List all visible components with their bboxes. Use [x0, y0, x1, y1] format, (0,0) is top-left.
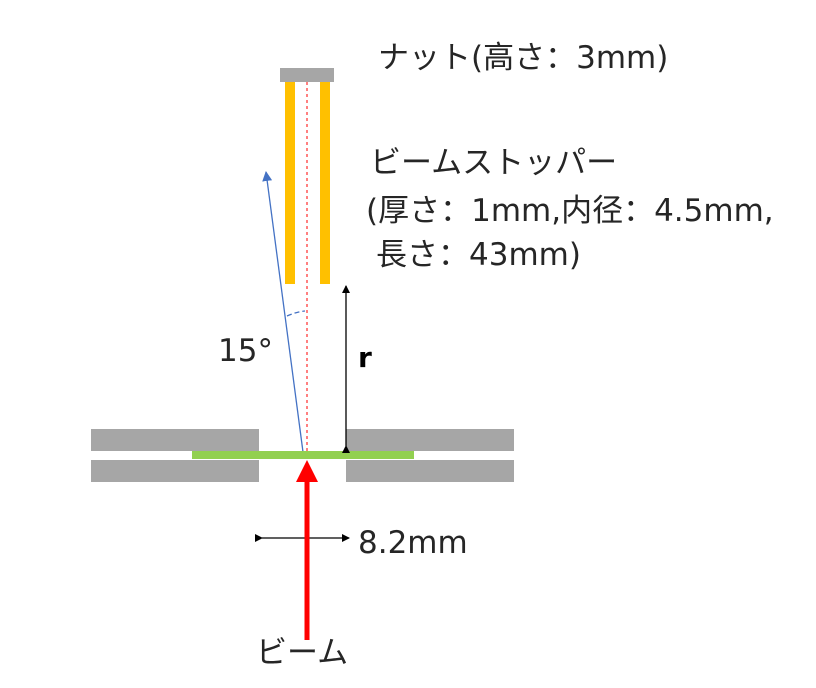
plate-bottom-left	[91, 460, 259, 482]
hole-width-label: 8.2mm	[358, 525, 468, 561]
stopper-title-label: ビームストッパー	[370, 145, 618, 181]
plate-top-left	[91, 429, 259, 451]
angle-label: 15°	[218, 333, 273, 369]
incident-beam-arrowhead	[296, 460, 318, 482]
stopper-dims-label-2: 長さ：43mm)	[376, 237, 581, 273]
scatter-ray-arrow	[262, 171, 304, 453]
angle-arc	[286, 310, 306, 317]
plate-top-right	[346, 429, 514, 451]
sample-film	[192, 451, 414, 459]
nut-label: ナット(高さ：3mm)	[378, 40, 669, 76]
stopper-left-wall	[285, 82, 295, 284]
stopper-dims-label-1: (厚さ：1mm,内径：4.5mm,	[366, 193, 774, 229]
stopper-right-wall	[320, 82, 330, 284]
plate-bottom-right	[346, 460, 514, 482]
nut	[280, 68, 334, 82]
beam-label: ビーム	[256, 635, 349, 671]
distance-r-label: r	[358, 341, 372, 374]
